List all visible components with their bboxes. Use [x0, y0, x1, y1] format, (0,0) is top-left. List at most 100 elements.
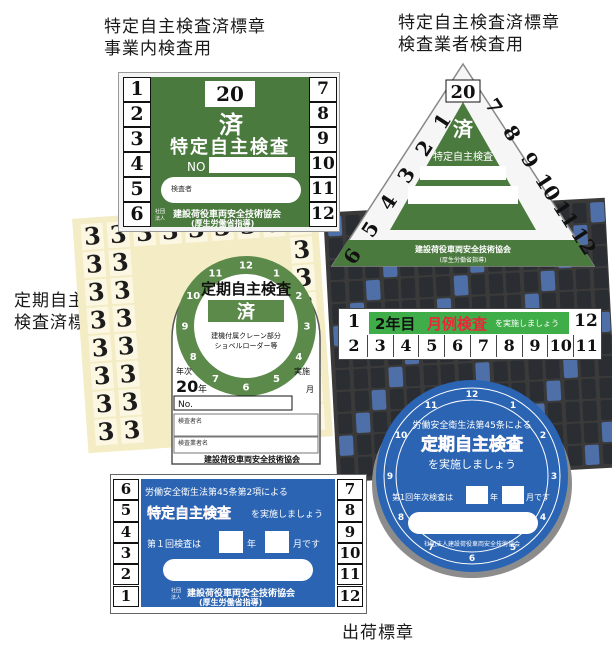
grid-tile: [582, 400, 598, 422]
triangle-year: 20: [450, 82, 475, 103]
gear-subtitle-2: ショベルローダー等: [215, 341, 278, 350]
number-cell-left: 6: [113, 479, 139, 501]
rect-sign-field: [163, 559, 313, 581]
number-cell-left: 6: [123, 202, 151, 227]
circle-month: 月です: [526, 493, 550, 502]
circle-ring-number: 11: [425, 401, 438, 411]
grid-tile: [330, 281, 346, 303]
rect-org-note: (厚生労働省指導): [199, 598, 263, 607]
circle-month-box: [502, 486, 524, 504]
triangle-org: 建設荷役車両安全技術協会: [414, 244, 511, 254]
strip-number: 4: [392, 335, 419, 357]
caption-line: 検査業者検査用: [398, 35, 524, 55]
caption-line: 特定自主検査済標章: [398, 13, 560, 33]
grid-tile: [383, 278, 399, 300]
sheet-digit: 3: [82, 249, 107, 279]
grid-tile: [600, 421, 612, 443]
number-cell-left: 3: [113, 542, 139, 565]
gear-brand: SACL: [220, 358, 272, 374]
grid-tile: [599, 399, 612, 421]
grid-tile: [335, 369, 351, 391]
grid-tile: [598, 377, 612, 399]
grid-tile: [400, 277, 416, 299]
strip-number: 3: [366, 335, 393, 357]
circle-ring-number: 4: [540, 513, 546, 523]
grid-tile: [338, 435, 354, 457]
circle-ring-number: 5: [510, 543, 516, 553]
number-cell-right: 8: [337, 500, 363, 522]
gear-subtitle-1: 建機付属クレーン部分: [211, 331, 281, 340]
rect-org: 建設荷役車両安全技術協会: [187, 589, 296, 599]
number-cell-left: 5: [113, 500, 139, 522]
strip-number: 10: [547, 335, 573, 357]
number-cell-left: 1: [113, 585, 139, 607]
triangle-field-2: [408, 186, 518, 204]
grid-tile: [557, 269, 574, 291]
grid-tile: [602, 443, 612, 465]
triangle-org-note: (厚生労働省指導): [440, 256, 487, 264]
sheet-digit: 3: [116, 359, 140, 389]
gear-ring-number: 12: [239, 260, 253, 271]
gear-year-suffix: 年: [198, 383, 207, 395]
sheet-digit: 3: [88, 333, 113, 363]
circle-ring-number: 12: [466, 390, 479, 400]
stamp-text: 済: [219, 111, 243, 139]
strip-number: 5: [418, 335, 444, 357]
grid-tile: [581, 378, 597, 400]
grid-tile: [453, 275, 469, 296]
number-cell-left: 4: [123, 152, 151, 177]
circle-ring-number: 6: [469, 554, 475, 564]
strip-monthly: 月例検査: [427, 315, 488, 333]
strip-green-band: 2年目 月例検査 を実施しましょう: [369, 312, 569, 334]
circle-ring-number: 8: [398, 513, 404, 523]
caption-business-internal: 特定自主検査済標章 事業内検査用: [104, 16, 266, 60]
year-box: 20: [205, 81, 255, 107]
number-cell-right: 12: [309, 202, 337, 227]
grid-tile: [488, 273, 504, 294]
gear-ring-number: 9: [182, 321, 189, 332]
number-cell-right: 7: [309, 77, 337, 102]
sheet-digit: 3: [86, 305, 111, 335]
org-note: (厚生労働省指導): [191, 219, 255, 228]
grid-tile: [583, 422, 599, 444]
strip-do-it: を実施しましょう: [495, 319, 559, 328]
grid-tile: [505, 272, 521, 294]
rect-month: 月です: [293, 540, 321, 550]
strip-number: 9: [521, 335, 548, 357]
sheet-digit: 3: [118, 387, 142, 417]
rect-year-box: [219, 531, 243, 553]
triangle-year-box: [445, 79, 481, 103]
triangle-title: 特定自主検査: [433, 150, 493, 163]
grid-tile: [352, 368, 368, 390]
strip-top-right: 12: [574, 311, 598, 331]
circle-first: 第1回年次検査は: [392, 492, 453, 502]
gear-stamp: 済: [237, 301, 256, 323]
sheet-digit: 3: [80, 221, 105, 251]
triangle-field-1: [420, 166, 506, 180]
strip-top-left: 1: [347, 311, 361, 332]
gear-ring-number: 11: [209, 269, 223, 280]
gear-ring-number: 8: [190, 352, 197, 363]
gear-year: 20: [176, 377, 198, 396]
grid-tile: [336, 391, 352, 413]
gear-title: 定期自主検査: [201, 280, 292, 298]
org-text: 建設荷役車両安全技術協会: [173, 210, 282, 220]
circle-ring-number: 2: [540, 431, 546, 441]
circle-title: 定期自主検査: [421, 434, 524, 455]
number-cell-right: 7: [337, 479, 363, 501]
circle-ring-number: 9: [387, 472, 393, 482]
rect-month-box: [265, 531, 289, 553]
gear-ring-number: 5: [273, 374, 280, 385]
number-cell-right: 10: [337, 542, 363, 565]
strip-number: 11: [573, 335, 599, 357]
triangle-base: [332, 240, 594, 266]
circle-org: 社団法人建設荷役車両安全技術協会: [424, 540, 520, 548]
number-cell-right: 10: [309, 152, 337, 177]
gear-ring-number: 1: [273, 269, 280, 280]
sticker-business-internal: 20 済 特定自主検査 NO 検査者 社団法人 建設荷役車両安全技術協会 (厚生…: [118, 72, 340, 232]
sticker-shipping-rect: 労働安全衛生法第45条第2項による 特定自主検査 を実施しましょう 第１回検査は…: [110, 474, 367, 614]
